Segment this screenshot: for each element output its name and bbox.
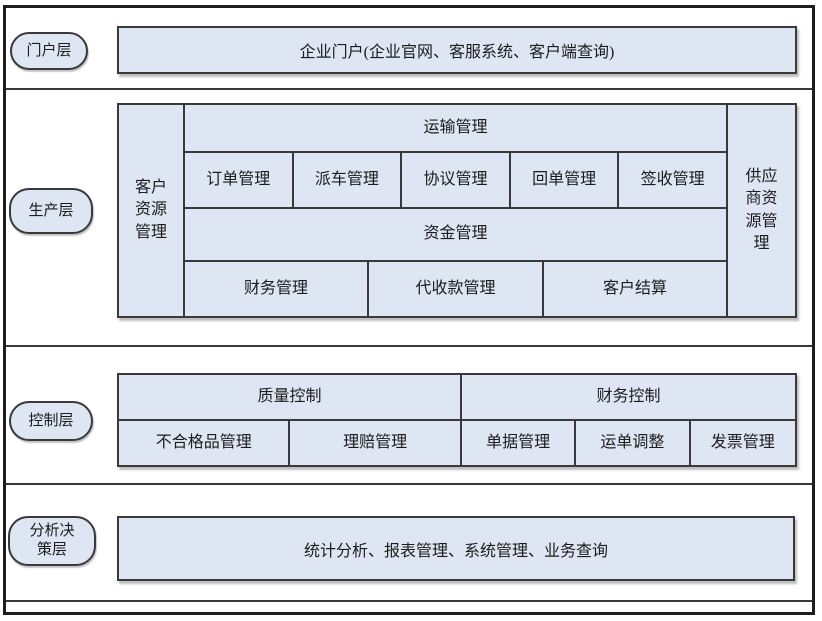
cell-receipt-mgmt: 回单管理 <box>510 153 618 207</box>
layer-label-portal: 门户层 <box>10 32 88 70</box>
transport-items-row: 订单管理 派车管理 协议管理 回单管理 签收管理 <box>185 153 726 207</box>
cell-invoice-mgmt: 发票管理 <box>690 421 795 465</box>
cell-waybill-adjust: 运单调整 <box>576 421 689 465</box>
portal-box: 企业门户(企业官网、客服系统、客户端查询) <box>117 26 797 74</box>
analysis-box: 统计分析、报表管理、系统管理、业务查询 <box>117 516 795 581</box>
cell-quality-control-header: 质量控制 <box>119 375 460 419</box>
cell-supplier-resource-mgmt: 供应商资源管理 <box>728 105 795 316</box>
layer-label-control: 控制层 <box>9 401 93 441</box>
cell-claims-mgmt: 理赔管理 <box>290 421 460 465</box>
layer-label-portal-text: 门户层 <box>26 42 72 59</box>
cell-agreement-mgmt: 协议管理 <box>402 153 509 207</box>
cell-nonconforming-mgmt: 不合格品管理 <box>119 421 289 465</box>
divider-control-analysis <box>6 483 812 485</box>
divider-bottom-strip <box>6 600 812 602</box>
layer-label-production: 生产层 <box>9 188 93 234</box>
layer-label-analysis-text: 分析决策层 <box>29 523 75 558</box>
layer-label-production-text: 生产层 <box>28 202 74 219</box>
cell-finance-mgmt: 财务管理 <box>185 262 368 316</box>
cell-document-mgmt: 单据管理 <box>461 421 575 465</box>
cell-signoff-mgmt: 签收管理 <box>619 153 726 207</box>
divider-production-control <box>6 345 812 347</box>
cell-collection-mgmt: 代收款管理 <box>369 262 542 316</box>
analysis-box-text: 统计分析、报表管理、系统管理、业务查询 <box>303 542 608 560</box>
layer-label-analysis: 分析决策层 <box>8 516 96 566</box>
portal-box-text: 企业门户(企业官网、客服系统、客户端查询) <box>299 44 615 61</box>
funds-items-row: 财务管理 代收款管理 客户结算 <box>185 262 726 316</box>
cell-dispatch-mgmt: 派车管理 <box>293 153 401 207</box>
cell-customer-settlement: 客户结算 <box>543 262 726 316</box>
layer-label-control-text: 控制层 <box>28 412 74 429</box>
production-middle: 运输管理 订单管理 派车管理 协议管理 回单管理 签收管理 资金管理 财务管理 … <box>185 105 726 316</box>
cell-customer-resource-mgmt: 客户资源管理 <box>119 105 183 316</box>
production-table: 客户资源管理 运输管理 订单管理 派车管理 协议管理 回单管理 签收管理 资金管… <box>117 103 797 318</box>
cell-finance-control-header: 财务控制 <box>461 375 795 419</box>
divider-portal-production <box>6 88 812 90</box>
cell-transport-mgmt-header: 运输管理 <box>185 105 726 151</box>
cell-order-mgmt: 订单管理 <box>185 153 292 207</box>
cell-funds-mgmt-header: 资金管理 <box>185 209 726 260</box>
control-table: 质量控制 财务控制 不合格品管理 理赔管理 单据管理 运单调整 发票管理 <box>117 373 797 467</box>
